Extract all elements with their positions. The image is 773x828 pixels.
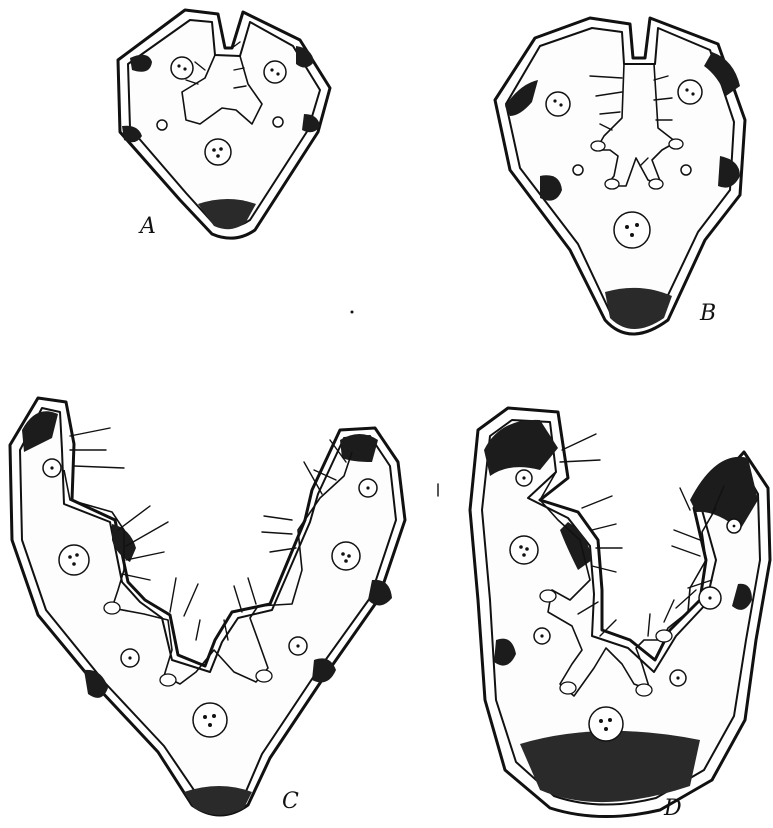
lateral-gland (312, 658, 336, 682)
lateral-gland (296, 46, 314, 68)
section-d: D (470, 408, 770, 821)
section-a: A (118, 10, 330, 239)
section-b: B (495, 18, 745, 334)
lateral-gland (340, 434, 378, 462)
section-c: C (10, 398, 405, 815)
lateral-gland (368, 580, 392, 606)
panel-label-a: A (138, 214, 156, 239)
panel-label-d: D (663, 796, 682, 821)
panel-label-b: B (699, 301, 716, 326)
panel-label-c: C (282, 789, 299, 814)
lateral-gland (718, 156, 740, 188)
speck (351, 311, 354, 314)
ventral-mass (198, 199, 256, 229)
lateral-gland (130, 55, 152, 72)
ventral-mass (520, 731, 700, 802)
